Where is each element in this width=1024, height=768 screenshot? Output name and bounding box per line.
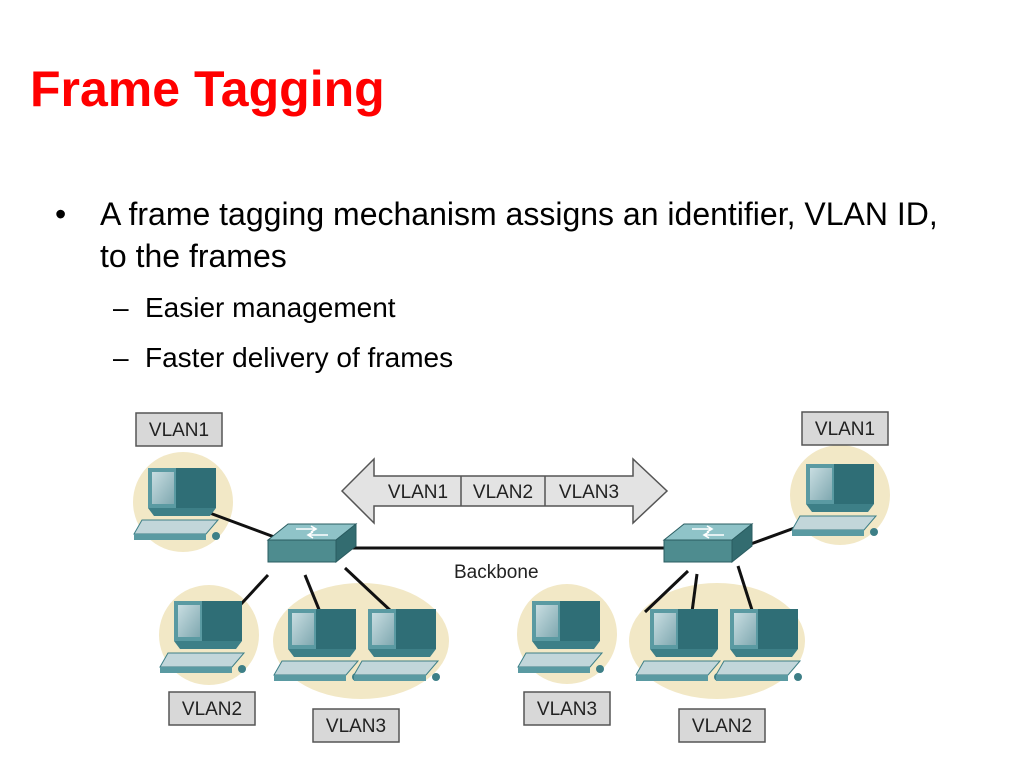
arrow-label-vlan3: VLAN3: [559, 482, 619, 503]
vlan-label-text: VLAN3: [537, 699, 597, 720]
vlan-label-text: VLAN3: [326, 716, 386, 737]
vlan-label-left-bottom-left: VLAN2: [168, 691, 256, 726]
bullet-text: A frame tagging mechanism assigns an ide…: [100, 196, 938, 274]
vlan-label-left-bottom-right: VLAN3: [312, 708, 400, 743]
vlan-label-text: VLAN2: [692, 716, 752, 737]
bullet-item: • A frame tagging mechanism assigns an i…: [55, 193, 955, 277]
vlan-label-right-bottom-right: VLAN2: [678, 708, 766, 743]
sub-bullet-text: Faster delivery of frames: [145, 342, 454, 373]
slide-title: Frame Tagging: [30, 61, 385, 117]
sub-bullet-item: – Faster delivery of frames: [55, 343, 955, 373]
bullet-marker: •: [55, 196, 67, 232]
sub-bullet-marker: –: [113, 292, 129, 323]
sub-bullet-text: Easier management: [145, 292, 396, 323]
backbone-label: Backbone: [454, 562, 539, 583]
vlan-label-right-bottom-left: VLAN3: [523, 691, 611, 726]
right-switch-icon: [663, 523, 753, 563]
vlan-label-text: VLAN1: [149, 420, 209, 441]
arrow-label-vlan1: VLAN1: [388, 482, 448, 503]
sub-bullet-marker: –: [113, 342, 129, 373]
vlan-label-right-top: VLAN1: [801, 411, 889, 446]
vlan-label-text: VLAN1: [815, 419, 875, 440]
arrow-label-vlan2: VLAN2: [473, 482, 533, 503]
vlan-label-text: VLAN2: [182, 699, 242, 720]
bullet-list: • A frame tagging mechanism assigns an i…: [55, 193, 955, 373]
vlan-label-left-top: VLAN1: [135, 412, 223, 447]
sub-bullet-item: – Easier management: [55, 293, 955, 323]
left-switch-icon: [267, 523, 357, 563]
tagged-frame-arrow: VLAN1 VLAN2 VLAN3: [340, 457, 669, 525]
